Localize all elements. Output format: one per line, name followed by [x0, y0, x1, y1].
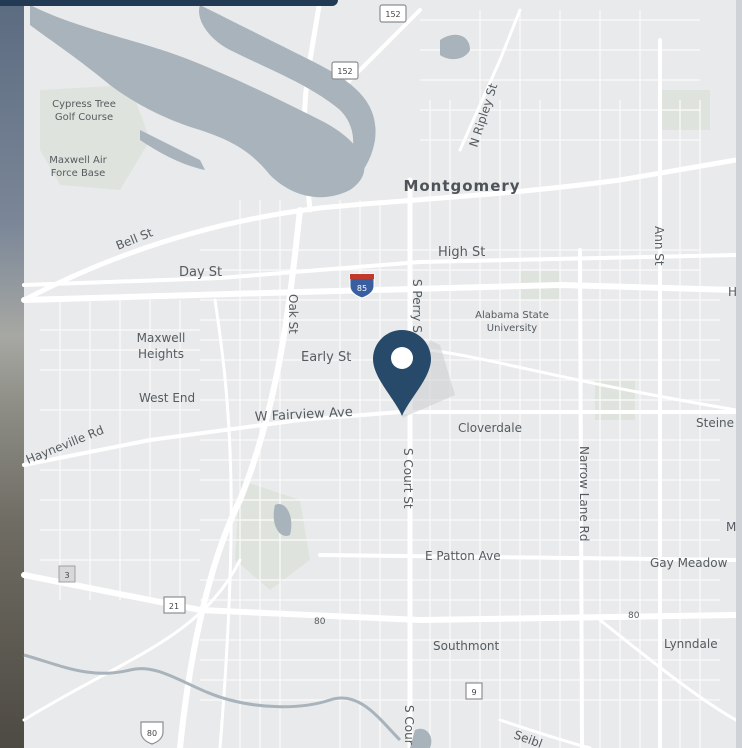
- right-edge-strip: [736, 0, 742, 748]
- road-seibles: [498, 718, 592, 748]
- label-southmont: Southmont: [433, 639, 500, 653]
- pin-body[interactable]: [373, 330, 431, 416]
- route-shields: 152 152 85 3 21 9: [58, 4, 483, 745]
- road-patton: [318, 553, 738, 562]
- shield-sr-3: 3: [58, 565, 76, 583]
- label-s-court-st: S Court St: [401, 448, 415, 509]
- label-h-edge: H: [728, 285, 737, 299]
- road-east-diag: [428, 348, 738, 412]
- road-west-loop: [213, 298, 233, 748]
- river-alabama-west: [30, 5, 365, 198]
- label-route-80-b: 80: [628, 611, 640, 621]
- label-e-patton-ave: E Patton Ave: [425, 549, 501, 563]
- road-southwest: [22, 558, 242, 722]
- road-fairview: [22, 410, 738, 467]
- header-band: [0, 0, 338, 6]
- shield-us-152-a: 152: [379, 4, 407, 23]
- river: [23, 5, 470, 748]
- label-maxwell-heights-2: Heights: [138, 347, 184, 361]
- map-pin-icon[interactable]: [373, 330, 455, 418]
- background-photo-strip: [0, 0, 24, 748]
- label-high-st: High St: [438, 245, 485, 260]
- river-inlet: [140, 130, 205, 170]
- svg-text:152: 152: [385, 10, 400, 19]
- label-afb-1: Maxwell Air: [49, 155, 107, 166]
- shield-i-85: 85: [349, 273, 375, 299]
- label-day-st: Day St: [179, 265, 222, 280]
- svg-text:3: 3: [64, 571, 69, 580]
- label-asu-2: University: [487, 323, 538, 334]
- shield-us-80: 80: [140, 721, 164, 745]
- label-oak-st: Oak St: [286, 294, 300, 334]
- shield-sr-21: 21: [163, 596, 186, 614]
- svg-text:9: 9: [471, 688, 476, 697]
- svg-text:21: 21: [169, 602, 179, 611]
- label-early-st: Early St: [301, 350, 351, 365]
- road-us80: [21, 572, 739, 624]
- street-grid: [40, 10, 720, 748]
- svg-text:80: 80: [147, 729, 157, 738]
- label-gay-meadow: Gay Meadow: [650, 556, 728, 570]
- road-narrow-lane: [578, 248, 584, 748]
- pond-north: [440, 34, 470, 60]
- park-area-south: [235, 480, 310, 590]
- label-golf-course-2: Golf Course: [55, 112, 113, 123]
- label-s-court-st-south: S Cour: [402, 705, 416, 745]
- label-steiner: Steine: [696, 416, 734, 430]
- label-route-80-a: 80: [314, 617, 326, 627]
- label-maxwell-heights-1: Maxwell: [137, 331, 186, 345]
- svg-text:85: 85: [357, 284, 367, 293]
- svg-text:152: 152: [337, 67, 352, 76]
- label-asu-1: Alabama State: [475, 310, 549, 321]
- label-west-end: West End: [139, 391, 195, 405]
- pin-center-dot: [391, 347, 413, 369]
- pond-southmost: [410, 728, 432, 748]
- label-narrow-lane-rd: Narrow Lane Rd: [577, 446, 591, 542]
- label-lynndale: Lynndale: [664, 637, 718, 651]
- label-ann-st: Ann St: [652, 226, 666, 266]
- shield-sr-9: 9: [465, 682, 483, 700]
- road-n-ripley: [458, 8, 522, 152]
- road-i85: [21, 281, 739, 303]
- pin-shadow: [402, 340, 455, 418]
- road-day-high: [22, 253, 738, 287]
- major-roads: [21, 0, 739, 748]
- golf-course-area: [40, 85, 150, 190]
- road-bell-st: [21, 157, 739, 303]
- shield-us-152-b: 152: [331, 61, 359, 80]
- label-golf-course-1: Cypress Tree: [52, 99, 116, 110]
- creek-south: [23, 653, 402, 742]
- label-cloverdale: Cloverdale: [458, 421, 522, 435]
- label-w-fairview-ave: W Fairview Ave: [254, 405, 353, 425]
- label-afb-2: Force Base: [51, 168, 106, 179]
- label-s-perry-st: S Perry S: [410, 279, 424, 333]
- pond-south: [273, 504, 292, 536]
- label-m-edge: M: [726, 520, 736, 534]
- road-i65: [177, 207, 303, 748]
- road-southeast: [598, 618, 738, 722]
- river-alabama-bend: [199, 5, 376, 195]
- label-montgomery: Montgomery: [403, 177, 520, 195]
